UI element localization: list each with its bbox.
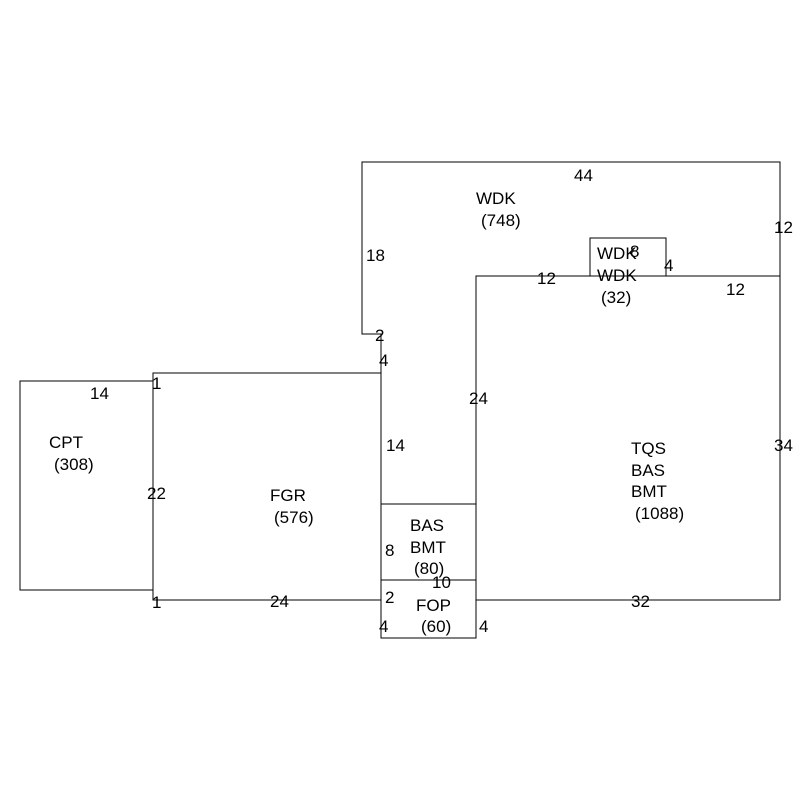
dim-fgr-left: 22 bbox=[147, 484, 166, 503]
fop-area bbox=[380, 579, 477, 639]
dim-bas-left: 8 bbox=[385, 541, 394, 560]
dim-wdk-step: 2 bbox=[375, 326, 384, 345]
bas-area-code-1: BAS bbox=[410, 516, 444, 535]
wdk-area-code: WDK bbox=[476, 189, 516, 208]
wdk-small-code-2: WDK bbox=[597, 266, 637, 285]
dim-tqs-right: 34 bbox=[774, 436, 793, 455]
fgr-area-sqft: (576) bbox=[274, 508, 314, 527]
wdk-area-sqft: (748) bbox=[481, 211, 521, 230]
tqs-area-code-3: BMT bbox=[631, 482, 667, 501]
dim-tqs-bottom: 32 bbox=[631, 592, 650, 611]
cpt-area bbox=[19, 380, 154, 591]
wdk-area bbox=[361, 161, 781, 505]
wdk-small-sqft: (32) bbox=[601, 288, 631, 307]
dim-wdk-stem-left: 14 bbox=[386, 436, 405, 455]
tqs-area-code-1: TQS bbox=[631, 439, 666, 458]
fop-area-sqft: (60) bbox=[421, 617, 451, 636]
dim-wdk-top: 44 bbox=[574, 166, 593, 185]
tqs-area bbox=[475, 275, 781, 601]
dim-cpt-top: 14 bbox=[90, 384, 109, 403]
fgr-area bbox=[152, 372, 382, 601]
dim-wdk-stem-top: 4 bbox=[379, 351, 388, 370]
dim-wdk-right: 12 bbox=[774, 218, 793, 237]
wdk-small-area bbox=[589, 237, 667, 277]
dim-wdk-left: 18 bbox=[366, 246, 385, 265]
dim-fgr-bottom-step: 1 bbox=[152, 593, 161, 612]
fop-area-code: FOP bbox=[416, 596, 451, 615]
dim-wdk-small-right: 4 bbox=[664, 256, 673, 275]
wdk-small-code-1: WDK bbox=[597, 244, 637, 263]
tqs-area-code-2: BAS bbox=[631, 461, 665, 480]
cpt-area-sqft: (308) bbox=[54, 455, 94, 474]
bas-area-sqft: (80) bbox=[414, 559, 444, 578]
dim-wdk-stem-right: 24 bbox=[469, 389, 488, 408]
dim-wdk-inner-top: 12 bbox=[537, 269, 556, 288]
fgr-area-code: FGR bbox=[270, 486, 306, 505]
dim-fop-left-top: 2 bbox=[385, 588, 394, 607]
dim-fgr-top-step: 1 bbox=[152, 374, 161, 393]
bas-area-code-2: BMT bbox=[410, 538, 446, 557]
dim-wdk-right-bottom: 12 bbox=[726, 280, 745, 299]
dim-fop-right: 4 bbox=[479, 617, 488, 636]
dim-fop-top: 10 bbox=[432, 573, 451, 592]
dim-fgr-bottom: 24 bbox=[270, 592, 289, 611]
tqs-area-sqft: (1088) bbox=[635, 504, 684, 523]
dim-wdk-small-top: 8 bbox=[630, 242, 639, 261]
cpt-area-code: CPT bbox=[49, 433, 83, 452]
dim-fop-left: 4 bbox=[379, 617, 388, 636]
